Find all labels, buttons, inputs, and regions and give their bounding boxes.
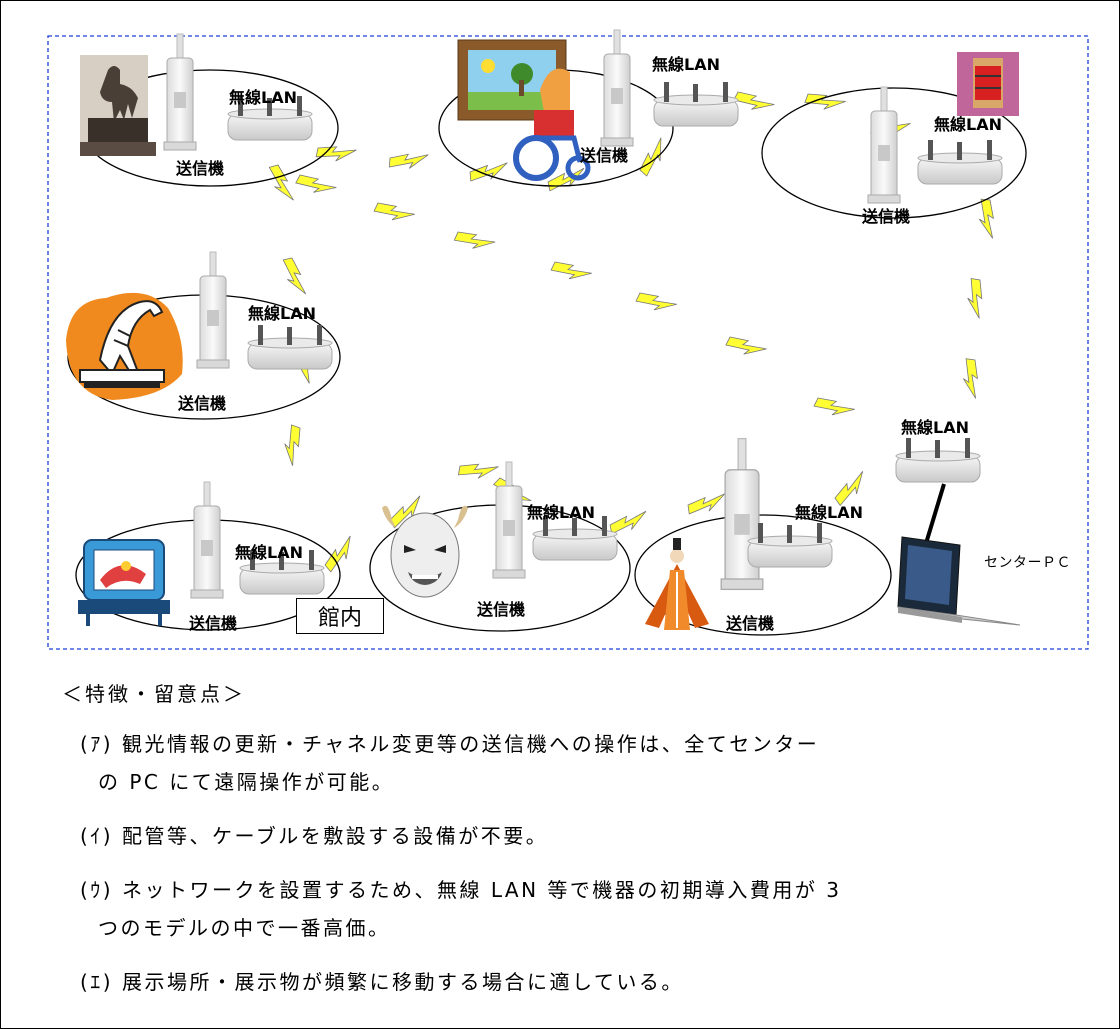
note-item: (ｳ) ネットワークを設置するため、無線 LAN 等で機器の初期導入費用が 3 … [80, 871, 1092, 947]
wireless-lan-label: 無線LAN [235, 543, 303, 562]
wireless-lan-label: 無線LAN [901, 418, 969, 437]
building-label: 館内 [296, 598, 384, 634]
center-pc-label: センターＰＣ [984, 555, 1071, 571]
note-item: (ｱ) 観光情報の更新・チャネル変更等の送信機への操作は、全てセンター の PC… [80, 725, 1092, 801]
transmitter-label: 送信機 [189, 614, 238, 633]
noh-mask-icon [382, 505, 468, 598]
wireless-lan-label: 無線LAN [248, 304, 316, 323]
notes-section: ＜特徴・留意点＞ (ｱ) 観光情報の更新・チャネル変更等の送信機への操作は、全て… [62, 678, 1092, 1017]
notes-heading: ＜特徴・留意点＞ [62, 682, 246, 706]
transmitter-label: 送信機 [580, 146, 629, 165]
wireless-lan-label: 無線LAN [527, 503, 595, 522]
wireless-lan-label: 無線LAN [795, 503, 863, 522]
transmitter-label: 送信機 [178, 394, 227, 413]
transmitter-label: 送信機 [726, 614, 775, 633]
note-text: (ｱ) 観光情報の更新・チャネル変更等の送信機への操作は、全てセンター [80, 732, 820, 756]
spool-icon [957, 52, 1019, 116]
ethernet-cable [922, 483, 946, 551]
laptop-icon [897, 536, 1021, 626]
kimono-figure-icon [645, 538, 709, 630]
note-item: (ｴ) 展示場所・展示物が頻繁に移動する場合に適している。 [80, 963, 1092, 1001]
wireless-lan-label: 無線LAN [652, 55, 720, 74]
building-boundary [47, 35, 1089, 650]
wireless-lan-label: 無線LAN [229, 88, 297, 107]
wireless-lan-label: 無線LAN [934, 115, 1002, 134]
note-item: (ｲ) 配管等、ケーブルを敷設する設備が不要。 [80, 817, 1092, 855]
museum-display-icon [78, 539, 170, 626]
transmitter-label: 送信機 [477, 600, 526, 619]
network-diagram [47, 29, 1089, 650]
note-text: (ｴ) 展示場所・展示物が頻繁に移動する場合に適している。 [80, 970, 684, 994]
statue-icon [80, 55, 156, 156]
transmitter-label: 送信機 [176, 159, 225, 178]
note-text: (ｲ) 配管等、ケーブルを敷設する設備が不要。 [80, 824, 549, 848]
note-text-continued: つのモデルの中で一番高価。 [98, 916, 391, 940]
painting-viewer-icon [457, 39, 591, 181]
note-text-continued: の PC にて遠隔操作が可能。 [98, 770, 395, 794]
note-text: (ｳ) ネットワークを設置するため、無線 LAN 等で機器の初期導入費用が 3 [80, 878, 842, 902]
transmitter-label: 送信機 [862, 207, 911, 226]
dinosaur-skeleton-icon [66, 292, 183, 400]
